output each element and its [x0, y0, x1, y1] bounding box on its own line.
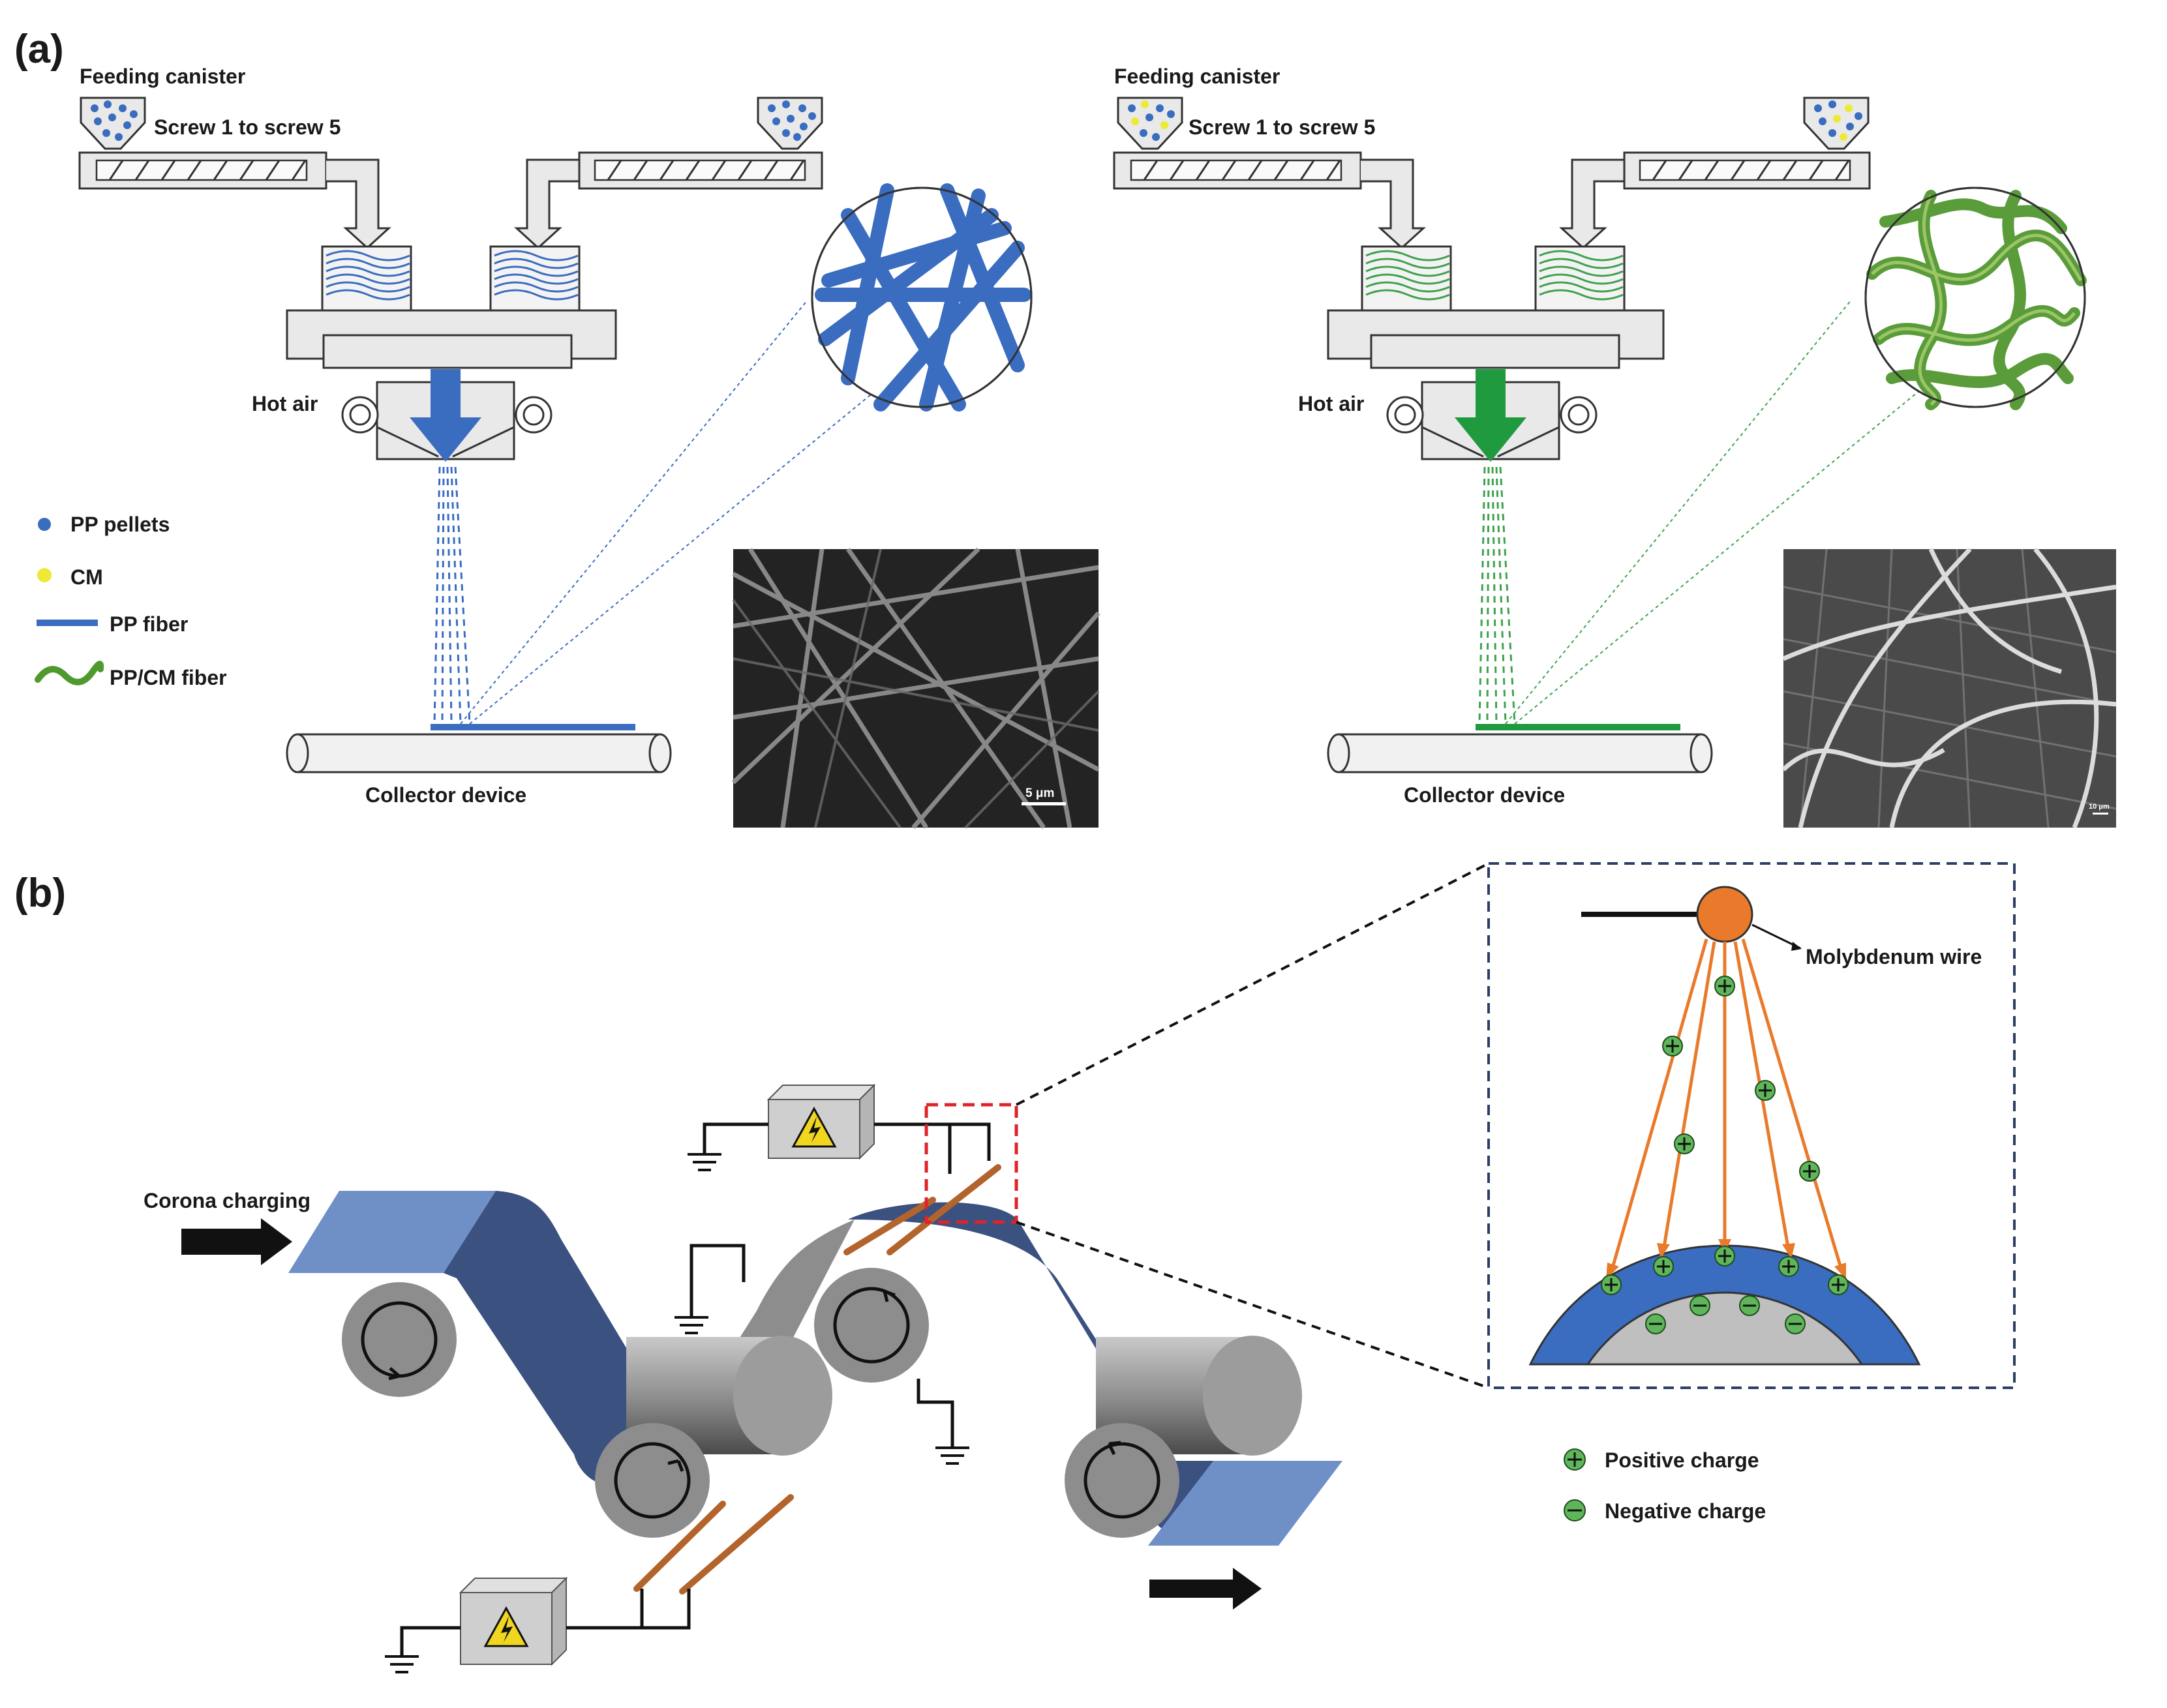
right-meltblown-setup: Feeding canister Screw 1 to screw 5 — [1113, 65, 2117, 829]
corona-charging-apparatus: Corona charging — [144, 1083, 1342, 1673]
legend-pp-pellets: PP pellets — [70, 513, 170, 536]
left-hot-air-label: Hot air — [252, 392, 318, 415]
negative-charges — [1645, 1295, 1806, 1334]
panel-b-legend: Positive charge Negative charge — [1564, 1448, 1766, 1523]
output-arrow — [1149, 1568, 1262, 1610]
left-meltblown-setup: Feeding canister Screw 1 to screw 5 — [78, 65, 1100, 830]
cm-swatch — [37, 568, 52, 582]
right-hot-air-label: Hot air — [1298, 392, 1364, 415]
right-melt-flow-arrow — [1455, 369, 1526, 462]
molybdenum-wire-cross-section — [1696, 886, 1753, 943]
corona-zoom-inset: Molybdenum wire — [1487, 862, 2016, 1389]
upper-hv-power-supply — [766, 1083, 876, 1160]
legend-negative-charge: Negative charge — [1605, 1499, 1766, 1523]
right-collector-label: Collector device — [1404, 783, 1565, 807]
legend-pp-fiber: PP fiber — [110, 612, 188, 636]
input-arrow — [181, 1218, 292, 1265]
positive-charges — [1601, 976, 1849, 1295]
left-sem-image: 5 μm — [731, 547, 1100, 830]
left-hopper-1-pellets — [91, 100, 138, 141]
right-sem-image: 10 μm — [1781, 547, 2117, 829]
upper-high-voltage-icon — [809, 1116, 821, 1143]
panel-a-legend: PP pellets CM PP fiber PP/CM fiber — [35, 513, 227, 689]
legend-pp-cm-fiber: PP/CM fiber — [110, 666, 227, 689]
film-flat-entry — [288, 1191, 496, 1273]
legend-cm: CM — [70, 565, 103, 589]
pp-fiber-swatch — [37, 620, 98, 626]
roller-1 — [342, 1282, 457, 1397]
roller-2 — [595, 1336, 832, 1538]
left-screw-label: Screw 1 to screw 5 — [154, 115, 341, 139]
right-feeding-canister-label: Feeding canister — [1114, 65, 1280, 88]
panel-a-label: (a) — [14, 27, 64, 72]
left-zoom-pp-fibers — [815, 183, 1031, 412]
legend-positive-charge: Positive charge — [1605, 1448, 1759, 1472]
panel-b-label: (b) — [14, 871, 66, 916]
lower-hv-power-supply — [459, 1576, 568, 1666]
film-flat-exit — [1148, 1461, 1342, 1546]
zoom-region-box — [924, 1103, 1018, 1224]
lower-high-voltage-icon — [501, 1616, 513, 1642]
right-scale-bar-label: 10 μm — [2089, 803, 2110, 811]
roller-3 — [814, 1268, 929, 1383]
film-main — [444, 1191, 678, 1487]
left-scale-bar-label: 5 μm — [1025, 787, 1054, 800]
pp-cm-fiber-swatch — [35, 661, 104, 685]
left-feeding-canister-label: Feeding canister — [80, 65, 245, 88]
right-screw-label: Screw 1 to screw 5 — [1189, 115, 1375, 139]
left-hopper-2 — [757, 97, 823, 150]
molybdenum-wire-label: Molybdenum wire — [1806, 945, 1982, 968]
roller-4 — [1065, 1336, 1302, 1538]
left-hopper-1 — [80, 97, 146, 150]
left-collector-label: Collector device — [365, 783, 526, 807]
left-melt-flow-arrow — [410, 369, 481, 462]
pp-pellet-swatch — [38, 518, 51, 531]
corona-charging-label: Corona charging — [144, 1189, 311, 1212]
